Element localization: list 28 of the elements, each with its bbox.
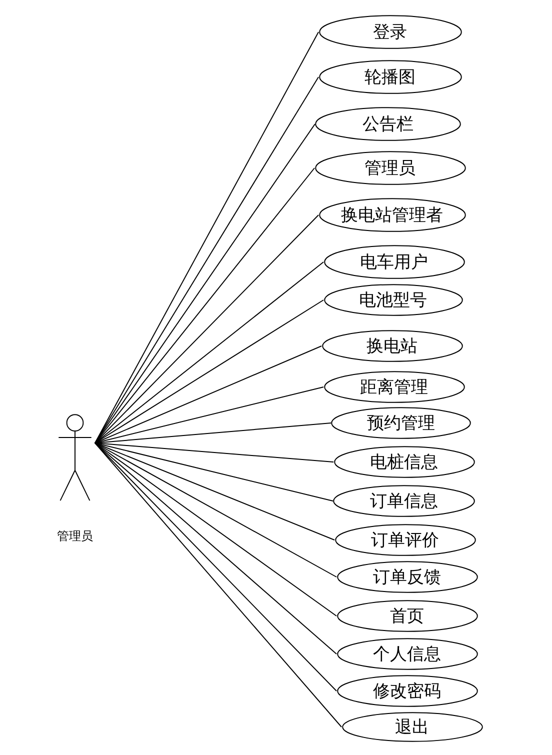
use-case-ellipse: 修改密码 bbox=[336, 675, 478, 707]
use-case-ellipse: 退出 bbox=[342, 712, 482, 742]
association-line bbox=[94, 442, 335, 540]
use-case-ellipse: 电车用户 bbox=[324, 245, 464, 279]
use-case-ellipse: 管理员 bbox=[314, 151, 466, 185]
association-line bbox=[94, 442, 334, 502]
association-line bbox=[94, 214, 319, 444]
actor-label: 管理员 bbox=[56, 528, 94, 545]
use-case-ellipse: 距离管理 bbox=[324, 371, 464, 403]
use-case-ellipse: 电桩信息 bbox=[334, 446, 474, 478]
use-case-ellipse: 换电站管理者 bbox=[318, 198, 466, 232]
use-case-ellipse: 个人信息 bbox=[336, 638, 478, 670]
association-line bbox=[94, 262, 324, 444]
association-line bbox=[94, 386, 324, 444]
use-case-ellipse: 轮播图 bbox=[318, 60, 462, 94]
use-case-ellipse: 换电站 bbox=[322, 330, 462, 362]
use-case-ellipse: 预约管理 bbox=[331, 407, 471, 439]
association-line bbox=[94, 442, 334, 462]
association-line bbox=[94, 442, 337, 616]
use-case-ellipse: 首页 bbox=[336, 600, 478, 632]
association-line bbox=[94, 300, 324, 444]
use-case-ellipse: 登录 bbox=[318, 15, 462, 49]
use-case-ellipse: 订单反馈 bbox=[336, 561, 478, 593]
use-case-ellipse: 电池型号 bbox=[324, 284, 462, 316]
association-line bbox=[94, 346, 322, 444]
use-case-ellipse: 公告栏 bbox=[315, 107, 461, 141]
use-case-ellipse: 订单评价 bbox=[334, 524, 476, 556]
use-case-ellipse: 订单信息 bbox=[333, 485, 475, 517]
